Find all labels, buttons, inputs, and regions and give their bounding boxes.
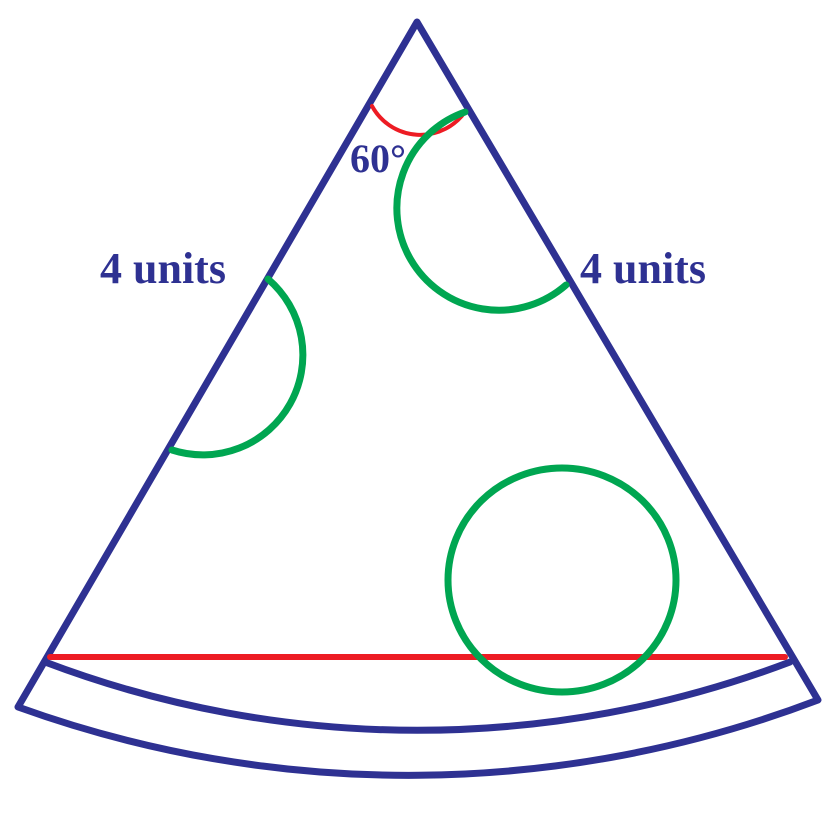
- right-side-label: 4 units: [580, 244, 706, 293]
- topping-arc-left: [168, 275, 307, 459]
- left-side-label: 4 units: [100, 244, 226, 293]
- topping-arc-top-right: [393, 108, 570, 314]
- topping-circle: [444, 464, 680, 696]
- slice-outline: [14, 18, 822, 779]
- angle-label: 60°: [350, 136, 406, 181]
- crust-inner-arc: [41, 658, 794, 734]
- angle-arc: [370, 104, 467, 137]
